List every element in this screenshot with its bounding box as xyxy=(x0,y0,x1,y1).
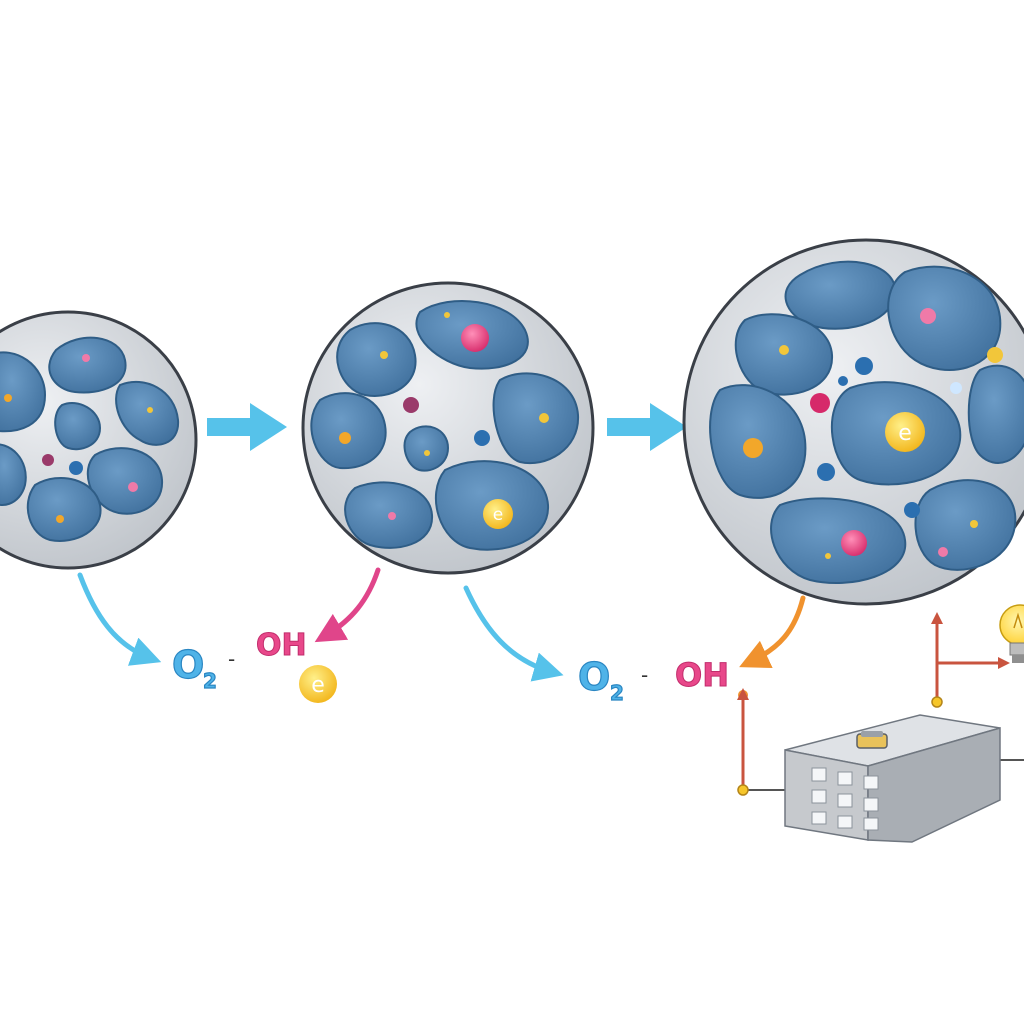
curved-arrow-icon xyxy=(739,595,806,668)
o2-symbol: O xyxy=(578,655,610,699)
device-grid-cells xyxy=(811,767,879,831)
curved-arrow-icon xyxy=(77,572,162,666)
particles xyxy=(339,312,549,520)
electron-particle: e xyxy=(885,412,925,452)
battery-device-icon xyxy=(784,714,1001,843)
electrode-cell-medium: e xyxy=(301,281,595,575)
o2-symbol: O xyxy=(172,643,204,687)
electron-particle: e xyxy=(483,499,513,529)
oxygen-ion-label: O 2 - xyxy=(171,642,235,693)
o2-subscript: 2 xyxy=(610,681,624,705)
electron-label: e xyxy=(493,505,503,525)
hydroxide-label: OH xyxy=(256,628,308,664)
electrode-cell-large: e xyxy=(682,238,1024,606)
oh-symbol: OH xyxy=(256,628,307,663)
device-connector xyxy=(856,731,888,749)
oh-symbol: OH xyxy=(675,656,729,694)
electron-particle: e xyxy=(299,665,337,703)
curved-arrow-icon xyxy=(314,567,381,643)
circuit-wires xyxy=(741,620,1024,791)
charge-dash: - xyxy=(641,663,648,687)
pore-cluster xyxy=(0,336,180,542)
particles xyxy=(4,354,153,523)
o2-subscript: 2 xyxy=(203,669,217,693)
electron-label: e xyxy=(898,421,912,446)
right-arrow-icon xyxy=(607,403,687,451)
curved-arrow-icon xyxy=(463,585,564,682)
oxygen-ion-label: O 2 - xyxy=(577,654,648,705)
light-bulb-icon xyxy=(999,604,1024,663)
pore-cluster xyxy=(709,260,1024,584)
electron-label: e xyxy=(311,673,325,698)
electrode-cell-small xyxy=(0,310,198,570)
charge-dash: - xyxy=(228,647,235,671)
particles xyxy=(743,308,1003,559)
hydroxide-label: OH xyxy=(675,656,730,695)
pore-cluster xyxy=(310,300,580,551)
right-arrow-icon xyxy=(207,403,287,451)
